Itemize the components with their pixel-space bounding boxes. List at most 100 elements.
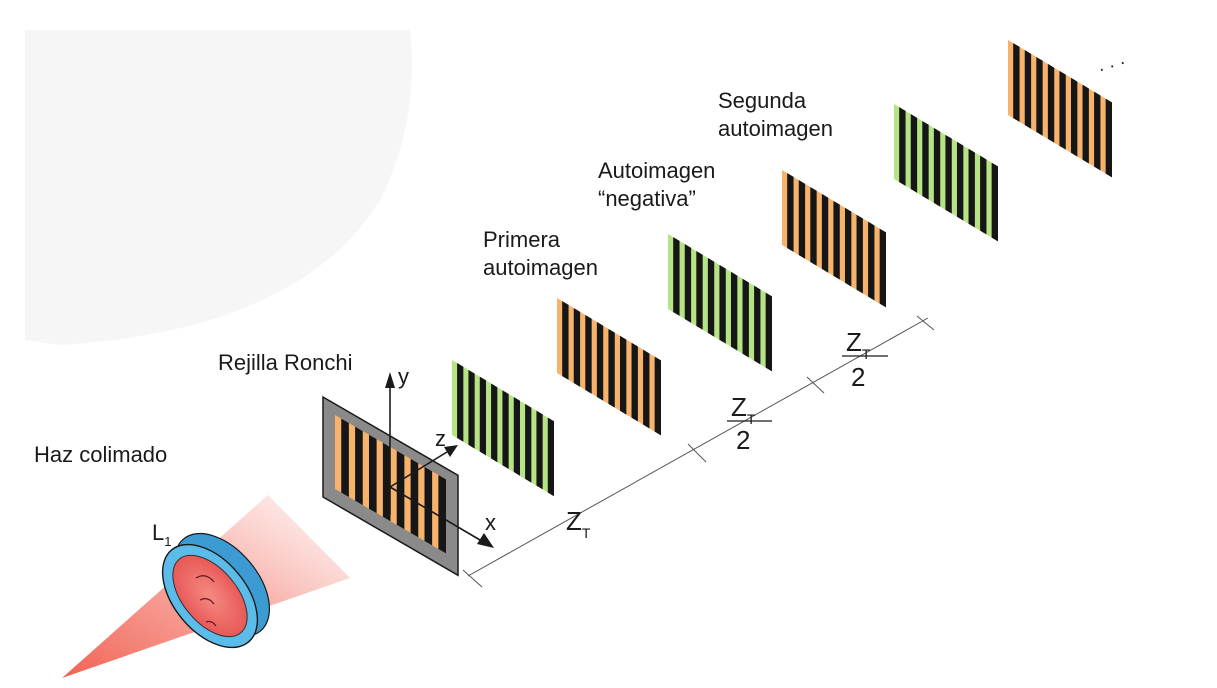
ronchi-stripes-stripe bbox=[410, 458, 419, 538]
background-blob bbox=[25, 30, 412, 345]
panel-green-1-stripe bbox=[536, 410, 543, 490]
zt-full-sub: T bbox=[582, 525, 591, 541]
panel-orange-3-stripe bbox=[1082, 84, 1089, 164]
axis-z-line bbox=[389, 451, 448, 488]
label-segunda-line1: Segunda bbox=[718, 88, 807, 113]
panel-primera-autoimagen-stripe bbox=[585, 314, 592, 394]
label-lens: L1 bbox=[152, 520, 171, 549]
panel-autoimagen-negativa-stripe bbox=[742, 278, 749, 358]
label-lens-sub: 1 bbox=[164, 534, 171, 549]
panel-primera-autoimagen-stripe bbox=[643, 349, 650, 429]
zt-full-label: ZT bbox=[566, 506, 591, 541]
panel-autoimagen-negativa-stripe bbox=[707, 257, 715, 337]
panel-green-1-stripe bbox=[468, 369, 475, 449]
axis-x-label: x bbox=[485, 510, 496, 535]
zt-half-1-sub: T bbox=[747, 411, 756, 427]
panel-orange-3-stripe bbox=[1059, 70, 1066, 150]
panel-segunda-autoimagen-stripe bbox=[945, 134, 952, 214]
panel-orange-3-stripe bbox=[1070, 77, 1078, 157]
axis-z-arrow bbox=[444, 445, 458, 457]
panel-orange-2-stripe bbox=[787, 173, 794, 252]
panel-orange-3 bbox=[1008, 40, 1112, 178]
panel-orange-2-stripe bbox=[821, 193, 829, 273]
panel-autoimagen-negativa-stripe bbox=[754, 285, 761, 365]
label-haz-colimado: Haz colimado bbox=[34, 442, 167, 467]
panel-segunda-autoimagen bbox=[894, 104, 998, 242]
panel-orange-3-stripe bbox=[1036, 56, 1043, 136]
panel-orange-3-stripe bbox=[1024, 50, 1032, 129]
panel-autoimagen-negativa bbox=[668, 234, 772, 372]
ronchi-stripes-stripe bbox=[438, 474, 446, 554]
panel-orange-2-stripe bbox=[868, 221, 875, 301]
label-lens-letter: L bbox=[152, 520, 164, 545]
zt-half-2: ZT 2 bbox=[842, 327, 888, 392]
panel-segunda-autoimagen-stripe bbox=[910, 114, 918, 193]
panel-segunda-autoimagen-stripe bbox=[933, 127, 941, 207]
zt-half-1-num: ZT bbox=[731, 392, 756, 427]
panel-orange-2-stripe bbox=[879, 228, 886, 308]
coordinate-axes bbox=[385, 372, 494, 548]
panel-segunda-autoimagen-stripe bbox=[968, 148, 975, 228]
zt-half-1-den: 2 bbox=[736, 425, 750, 455]
axis-x-line bbox=[389, 486, 481, 541]
panel-green-1-stripe bbox=[525, 403, 532, 483]
panel-segunda-autoimagen-stripe bbox=[899, 107, 906, 186]
lens-l1 bbox=[161, 532, 271, 649]
panel-green-1 bbox=[452, 360, 554, 497]
zt-half-1: ZT 2 bbox=[727, 392, 772, 455]
ronchi-stripes-stripe bbox=[382, 442, 391, 522]
panel-orange-2-stripe bbox=[798, 180, 806, 259]
zt-half-2-den: 2 bbox=[851, 362, 865, 392]
ronchi-stripes-stripe bbox=[355, 426, 363, 506]
axis-x-arrow bbox=[477, 533, 494, 548]
axis-y-label: y bbox=[398, 364, 409, 389]
zt-full-letter: Z bbox=[566, 506, 582, 536]
panel-autoimagen-negativa-stripe bbox=[765, 292, 772, 372]
zt-half-1-letter: Z bbox=[731, 392, 747, 422]
label-rejilla-ronchi: Rejilla Ronchi bbox=[218, 350, 353, 375]
panel-primera-autoimagen-stripe bbox=[619, 335, 627, 415]
label-primera-line1: Primera bbox=[483, 227, 561, 252]
panel-green-1-stripe bbox=[502, 390, 509, 469]
label-negativa-line1: Autoimagen bbox=[598, 158, 715, 183]
panel-orange-3-stripe bbox=[1094, 91, 1101, 171]
lens-core bbox=[172, 554, 248, 638]
panel-orange-3-stripe bbox=[1047, 63, 1055, 143]
zt-half-2-letter: Z bbox=[846, 327, 862, 357]
panel-orange-2-stripe bbox=[810, 186, 817, 266]
panel-primera-autoimagen-stripe bbox=[654, 356, 661, 436]
panel-primera-autoimagen-stripe bbox=[573, 308, 581, 387]
panel-primera-autoimagen-stripe bbox=[631, 342, 638, 422]
panel-segunda-autoimagen-stripe bbox=[922, 120, 929, 200]
panel-segunda-autoimagen-stripe bbox=[980, 155, 987, 235]
label-negativa-line2: “negativa” bbox=[598, 186, 696, 211]
ronchi-stripes-stripe bbox=[396, 450, 405, 530]
distance-line bbox=[462, 315, 935, 588]
zt-half-2-sub: T bbox=[862, 346, 871, 362]
panel-orange-2-stripe bbox=[844, 207, 852, 287]
zt-half-2-num: ZT bbox=[846, 327, 871, 362]
label-primera-line2: autoimagen bbox=[483, 255, 598, 280]
panel-segunda-autoimagen-stripe bbox=[956, 141, 964, 221]
panel-autoimagen-negativa-stripe bbox=[673, 237, 680, 316]
ellipsis: · · · bbox=[1095, 52, 1128, 80]
axis-y-arrow bbox=[385, 372, 395, 388]
lens-highlight bbox=[195, 575, 217, 627]
panel-orange-3-stripe bbox=[1105, 98, 1112, 178]
panel-green-1-stripe bbox=[513, 397, 520, 476]
axis-z-label: z bbox=[435, 426, 446, 451]
panel-green-1-stripe bbox=[491, 383, 498, 463]
panel-autoimagen-negativa-stripe bbox=[684, 244, 692, 323]
panel-primera-autoimagen-stripe bbox=[608, 328, 615, 408]
panel-green-1-stripe bbox=[547, 417, 554, 497]
panel-orange-3-stripe bbox=[1013, 43, 1020, 122]
grating-images bbox=[452, 40, 1112, 497]
panel-primera-autoimagen-stripe bbox=[562, 301, 569, 380]
panel-primera-autoimagen bbox=[557, 298, 661, 436]
panel-green-1-stripe bbox=[479, 376, 486, 456]
panel-green-1-stripe bbox=[457, 363, 464, 442]
panel-orange-2-stripe bbox=[833, 200, 840, 280]
ronchi-stripes-stripe bbox=[368, 434, 377, 514]
ronchi-stripes-stripe bbox=[341, 418, 349, 498]
